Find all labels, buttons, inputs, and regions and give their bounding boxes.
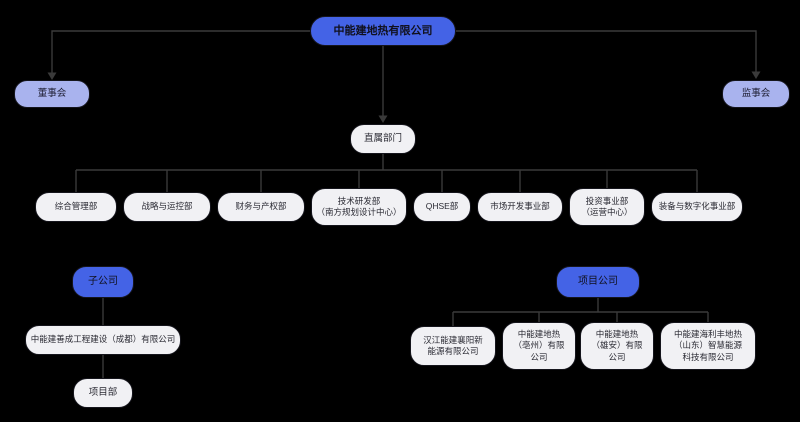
node-dept-general-management[interactable]: 综合管理部: [35, 192, 117, 222]
node-board-of-directors[interactable]: 董事会: [14, 80, 90, 108]
node-label: 技术研发部 （南方规划设计中心）: [316, 195, 402, 217]
node-label: 财务与产权部: [235, 201, 287, 212]
node-project-company-xiongan[interactable]: 中能建地热 （雄安）有限 公司: [580, 322, 654, 370]
node-dept-equipment-digital[interactable]: 装备与数字化事业部: [651, 192, 743, 222]
node-label: 项目公司: [578, 276, 618, 288]
node-label: 中能建地热有限公司: [333, 24, 433, 37]
node-label: 子公司: [88, 276, 118, 288]
node-label: 直属部门: [363, 132, 402, 144]
node-dept-tech-rd[interactable]: 技术研发部 （南方规划设计中心）: [311, 188, 407, 226]
node-company-root[interactable]: 中能建地热有限公司: [310, 16, 456, 46]
node-label: 战略与运控部: [141, 201, 193, 212]
node-supervisory-board[interactable]: 监事会: [722, 80, 790, 108]
node-label: 装备与数字化事业部: [658, 201, 736, 212]
node-project-department[interactable]: 项目部: [73, 378, 133, 408]
node-label: 中能建地热 （雄安）有限 公司: [591, 329, 643, 362]
node-label: QHSE部: [425, 201, 459, 212]
node-project-company-bozhou[interactable]: 中能建地热 （亳州）有限 公司: [502, 322, 576, 370]
node-label: 中能建善成工程建设（成都）有限公司: [30, 334, 176, 345]
node-direct-departments[interactable]: 直属部门: [350, 124, 416, 154]
node-label: 中能建海利丰地热 （山东）智慧能源 科技有限公司: [673, 329, 742, 362]
node-dept-finance-property[interactable]: 财务与产权部: [217, 192, 305, 222]
node-subsidiaries-group[interactable]: 子公司: [72, 266, 134, 298]
node-dept-strategy-operations[interactable]: 战略与运控部: [123, 192, 211, 222]
node-label: 综合管理部: [54, 201, 98, 212]
node-label: 项目部: [88, 386, 118, 398]
node-project-company-xiangyang[interactable]: 汉江能建襄阳新 能源有限公司: [410, 326, 496, 366]
node-project-company-shandong[interactable]: 中能建海利丰地热 （山东）智慧能源 科技有限公司: [660, 322, 756, 370]
node-label: 中能建地热 （亳州）有限 公司: [513, 329, 565, 362]
node-label: 市场开发事业部: [490, 201, 550, 212]
node-label: 投资事业部 （运营中心）: [581, 195, 633, 217]
node-subsidiary-chengdu[interactable]: 中能建善成工程建设（成都）有限公司: [25, 325, 181, 355]
arrowheads: [47, 71, 761, 123]
node-dept-investment[interactable]: 投资事业部 （运营中心）: [569, 188, 645, 226]
node-dept-qhse[interactable]: QHSE部: [413, 192, 471, 222]
node-project-companies-group[interactable]: 项目公司: [556, 266, 640, 298]
node-label: 监事会: [741, 87, 771, 99]
node-label: 汉江能建襄阳新 能源有限公司: [423, 334, 483, 356]
node-dept-market-development[interactable]: 市场开发事业部: [477, 192, 563, 222]
node-label: 董事会: [37, 87, 67, 99]
